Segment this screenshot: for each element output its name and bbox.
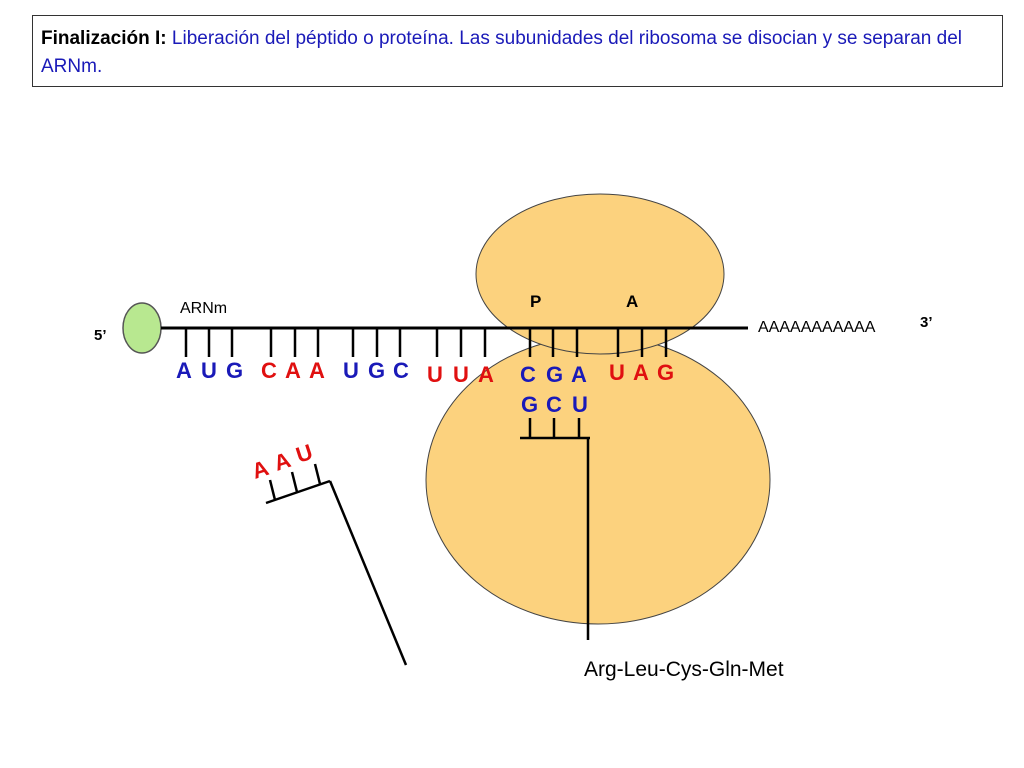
peptide-chain-label: Arg-Leu-Cys-Gln-Met [584,658,784,681]
codon-base: C [520,362,536,387]
poly-a-tail: AAAAAAAAAAA [758,319,876,336]
codon-base: U [343,358,359,383]
codon-base: U [427,362,443,387]
codon-base: C [261,358,277,383]
codon-base: G [368,358,385,383]
codon-base: U [609,360,625,385]
codon-3: U G C [343,358,409,383]
ribosome-small-subunit [475,193,725,355]
trna-anticodon-released: A A U [249,439,316,484]
title-heading: Finalización I: [41,28,167,49]
mrna-label: ARNm [180,300,227,317]
codon-1: A U G [176,358,243,383]
anticodon-base: C [546,392,562,417]
anticodon-base: A [271,447,294,476]
codon-5: C G A [520,362,587,387]
codon-base: G [226,358,243,383]
title-description: Liberación del péptido o proteína. Las s… [41,28,962,77]
codon-base: U [201,358,217,383]
codon-6: U A G [609,360,674,385]
codon-base: A [176,358,192,383]
trna-bound-structure [520,418,590,640]
trna-released-structure [265,463,408,666]
anticodon-base: U [293,439,316,468]
title-box: Finalización I: Liberación del péptido o… [32,15,1003,87]
ribosome-site-a: A [626,292,638,311]
mrna-cap [122,302,162,354]
anticodon-base: G [521,392,538,417]
codon-base: C [393,358,409,383]
codon-base: A [633,360,649,385]
codon-base: U [453,362,469,387]
codon-base: G [546,362,563,387]
ribosome-site-p: P [530,292,541,311]
codon-2: C A A [261,358,325,383]
three-prime-label: 3’ [920,314,933,331]
codon-base: A [309,358,325,383]
codon-base: A [285,358,301,383]
anticodon-base: A [249,455,272,484]
codon-base: A [571,362,587,387]
five-prime-label: 5’ [94,327,107,344]
codon-4: U U A [427,362,494,387]
codon-base: A [478,362,494,387]
codon-base: G [657,360,674,385]
anticodon-base: U [572,392,588,417]
trna-anticodon-bound: G C U [521,392,588,417]
mrna-base-ticks [184,328,668,357]
